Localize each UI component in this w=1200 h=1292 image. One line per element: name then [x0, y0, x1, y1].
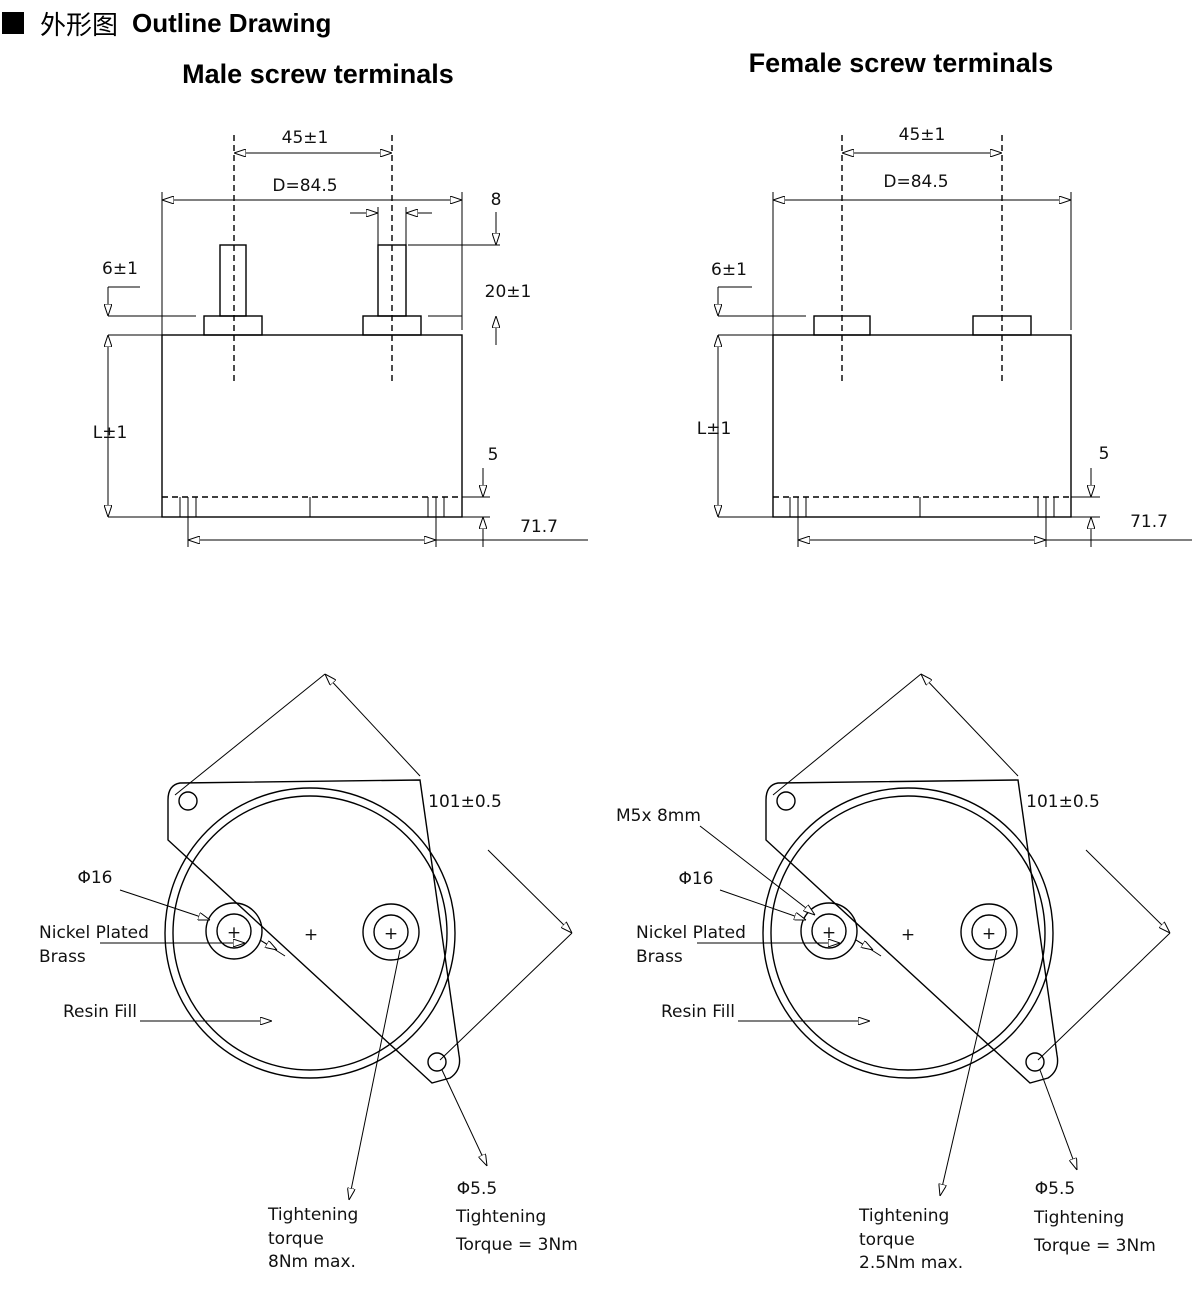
male-stud-height-label: 20±1: [485, 282, 532, 302]
male-material-label-1: Nickel Plated: [39, 923, 149, 943]
plus-icon: +: [227, 923, 241, 943]
male-can-inner-circle: [172, 795, 448, 1071]
page-header: 外形图 Outline Drawing: [0, 6, 332, 41]
male-left-shoulder: [203, 315, 263, 336]
male-shoulder-label: 6±1: [102, 259, 138, 279]
female-body-outline: [772, 334, 1072, 518]
female-shoulder-label: 6±1: [711, 260, 747, 280]
header-title-cn: 外形图: [40, 10, 119, 41]
male-stud-width-label: 8: [491, 190, 502, 210]
center-mark-icon: +: [901, 925, 915, 945]
female-mount-hole-bottom: [1025, 1052, 1045, 1072]
female-size-label: 101±0.5: [1026, 792, 1100, 812]
male-terminal-dia-label: Φ16: [77, 868, 112, 888]
female-terminal-dia-label: Φ16: [678, 869, 713, 889]
female-material-label-2: Brass: [636, 947, 683, 967]
male-material-label-2: Brass: [39, 947, 86, 967]
female-view-title: Female screw terminals: [749, 48, 1054, 78]
black-square-icon: [2, 12, 24, 34]
plus-icon: +: [822, 923, 836, 943]
male-diameter-label: D=84.5: [272, 176, 337, 196]
female-hole-torque-2: Torque = 3Nm: [1033, 1236, 1156, 1256]
male-left-stud: [219, 244, 247, 317]
header-title-en: Outline Drawing: [132, 7, 332, 38]
female-flange-outline: [765, 779, 1059, 1084]
male-length-label: L±1: [93, 423, 128, 443]
male-can-outer-circle: [164, 787, 456, 1079]
female-left-terminal-outer: [800, 902, 858, 960]
female-can-inner-circle: [770, 795, 1046, 1071]
male-side-view: Male screw terminals 45±1 D=84.5 8: [93, 59, 588, 547]
male-hole-label: Φ5.5: [457, 1179, 497, 1199]
plus-icon: +: [982, 924, 996, 944]
male-fill-label: Resin Fill: [63, 1002, 137, 1022]
male-terminal-torque-1: Tightening: [267, 1205, 358, 1225]
male-right-terminal-outer: [362, 903, 420, 961]
male-hole-torque-1: Tightening: [455, 1207, 546, 1227]
center-mark-icon: +: [304, 925, 318, 945]
male-body-outline: [161, 334, 463, 518]
male-left-terminal-outer: [205, 902, 263, 960]
male-size-label: 101±0.5: [428, 792, 502, 812]
male-rim-label: 5: [488, 445, 499, 465]
male-pitch-label: 45±1: [282, 128, 329, 148]
female-right-terminal-inner: [971, 914, 1007, 950]
female-terminal-torque-1: Tightening: [858, 1206, 949, 1226]
female-pitch-label: 45±1: [899, 125, 946, 145]
male-bottom-view: + + + 101±0.5 Φ16 Nickel Plated Brass Re…: [39, 674, 578, 1272]
male-view-title: Male screw terminals: [182, 59, 454, 89]
male-terminal-torque-3: 8Nm max.: [268, 1252, 356, 1272]
female-hole-label: Φ5.5: [1035, 1179, 1075, 1199]
male-flange-outline: [167, 779, 461, 1084]
female-can-outer-circle: [762, 787, 1054, 1079]
male-left-terminal-inner: [216, 913, 252, 949]
female-side-view: Female screw terminals 45±1 D=84.5 6±1 L…: [697, 48, 1192, 547]
male-terminal-torque-2: torque: [268, 1229, 324, 1249]
female-terminal-torque-2: torque: [859, 1230, 915, 1250]
female-groove-label: 71.7: [1130, 512, 1168, 532]
plus-icon: +: [384, 924, 398, 944]
female-bottom-view: + + + 101±0.5 M5x 8mm Φ16 Nickel Plated …: [616, 674, 1170, 1273]
male-right-terminal-inner: [373, 914, 409, 950]
female-material-label-1: Nickel Plated: [636, 923, 746, 943]
female-length-label: L±1: [697, 419, 732, 439]
female-mount-hole-top: [776, 791, 796, 811]
female-thread-label: M5x 8mm: [616, 806, 701, 826]
female-hole-torque-1: Tightening: [1033, 1208, 1124, 1228]
female-fill-label: Resin Fill: [661, 1002, 735, 1022]
female-terminal-torque-3: 2.5Nm max.: [859, 1253, 963, 1273]
female-rim-label: 5: [1099, 444, 1110, 464]
female-right-terminal-outer: [960, 903, 1018, 961]
male-groove-label: 71.7: [520, 517, 558, 537]
female-left-terminal-inner: [811, 913, 847, 949]
male-hole-torque-2: Torque = 3Nm: [455, 1235, 578, 1255]
male-mount-hole-bottom: [427, 1052, 447, 1072]
male-mount-hole-top: [178, 791, 198, 811]
female-diameter-label: D=84.5: [883, 172, 948, 192]
